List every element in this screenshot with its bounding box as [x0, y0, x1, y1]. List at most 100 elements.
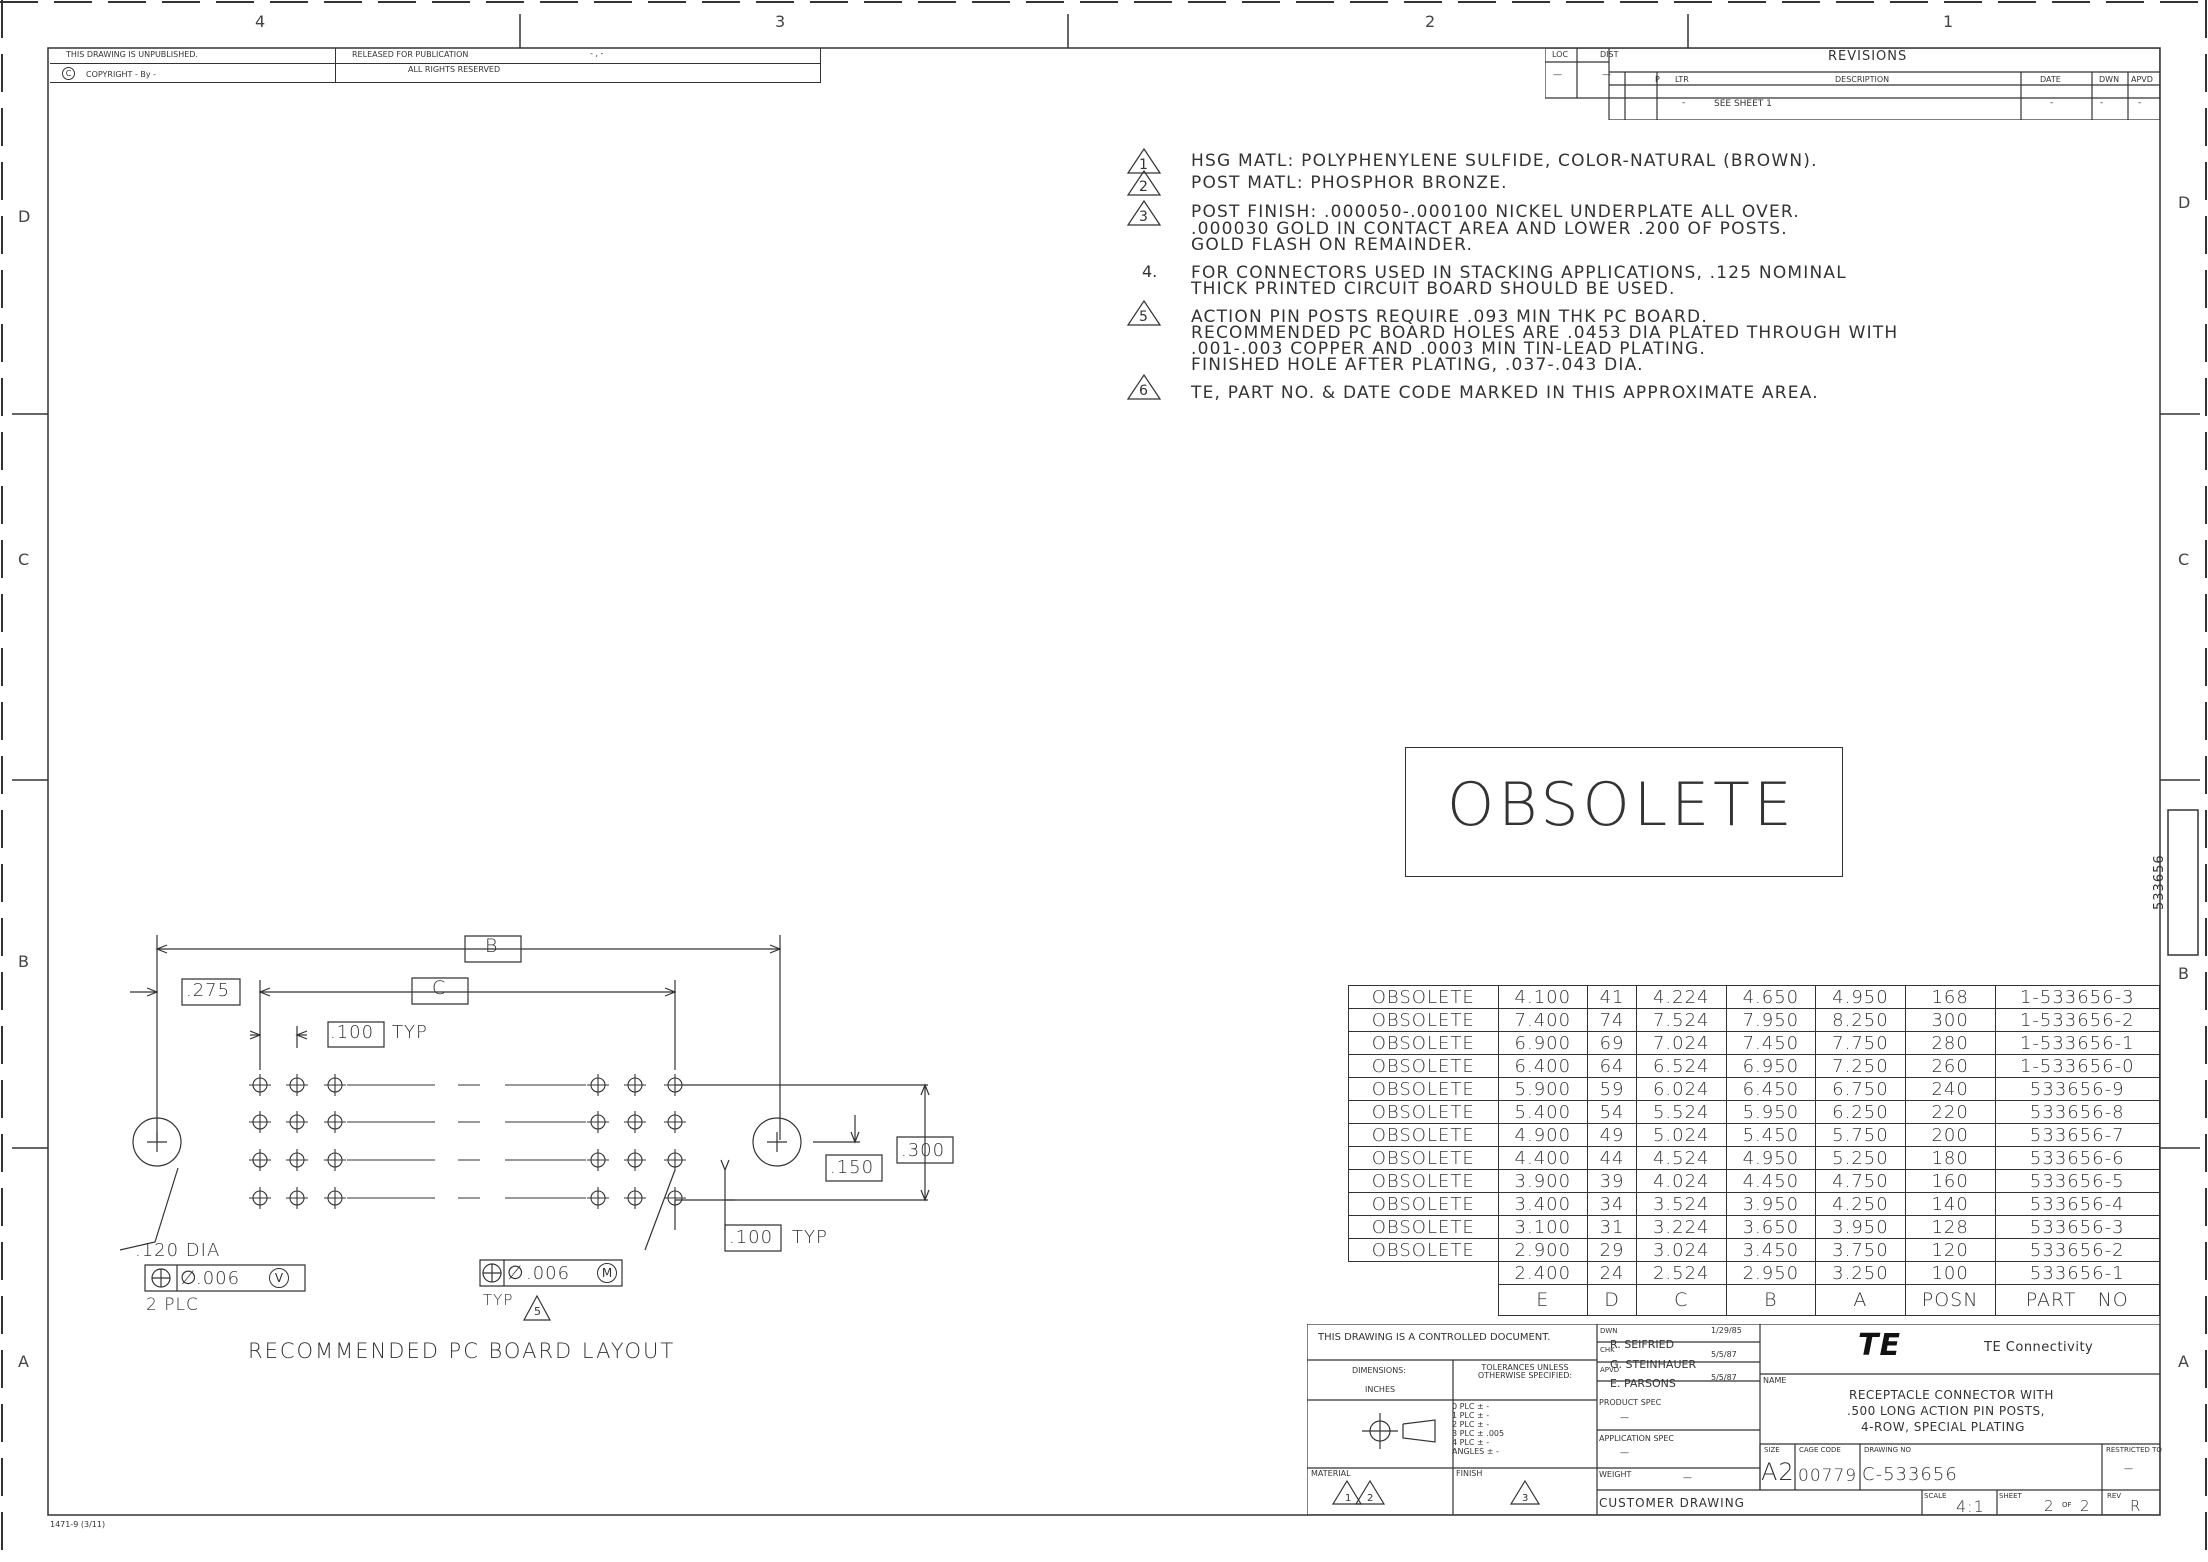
parts-table-cell: 54	[1587, 1100, 1637, 1124]
tol-006-v-value: .006	[196, 1268, 241, 1289]
dim-100-typ-lower-label: .100	[729, 1227, 774, 1248]
parts-table-cell: 6.400	[1497, 1054, 1589, 1078]
parts-table-cell: 3.400	[1497, 1192, 1589, 1216]
rev-col-ltr: LTR	[1675, 75, 1689, 84]
zone-label-top-3: 3	[775, 12, 786, 31]
parts-table-cell: 7.750	[1815, 1031, 1906, 1055]
material-label: MATERIAL	[1311, 1469, 1351, 1478]
parts-table-cell: OBSOLETE	[1348, 1192, 1499, 1216]
cage-label: CAGE CODE	[1799, 1446, 1841, 1454]
note-4-mark: 4.	[1142, 262, 1158, 281]
note-5-line-1: ACTION PIN POSTS REQUIRE .093 MIN THK PC…	[1191, 307, 1708, 327]
parts-table-cell: 3.524	[1635, 1192, 1727, 1216]
released-label: RELEASED FOR PUBLICATION	[352, 50, 469, 59]
parts-table-cell: 39	[1587, 1169, 1637, 1193]
parts-table-cell: 5.950	[1725, 1100, 1817, 1124]
dwn-label: DWN	[1600, 1327, 1618, 1335]
controlled-doc-label: THIS DRAWING IS A CONTROLLED DOCUMENT.	[1318, 1332, 1551, 1343]
note-5-line-4: FINISHED HOLE AFTER PLATING, .037-.043 D…	[1191, 355, 1644, 375]
parts-table-cell: 5.900	[1497, 1077, 1589, 1101]
parts-table-cell: 7.450	[1725, 1031, 1817, 1055]
tol-row: 0 PLC ± -	[1452, 1402, 1490, 1411]
note-6-line-1: TE, PART NO. & DATE CODE MARKED IN THIS …	[1191, 383, 1819, 403]
side-tab-number: 533656	[2152, 854, 2167, 910]
parts-table-cell: 180	[1904, 1146, 1996, 1170]
parts-table-cell: 3.900	[1497, 1169, 1589, 1193]
restricted-label: RESTRICTED TO	[2106, 1446, 2162, 1454]
parts-table-cell: 3.650	[1725, 1215, 1817, 1239]
parts-table-header: C	[1635, 1284, 1727, 1316]
parts-table-cell: 2.900	[1497, 1238, 1589, 1262]
note-2-triangle-icon	[1127, 170, 1161, 196]
parts-table-cell: 533656-9	[1994, 1077, 2161, 1101]
parts-table-cell: OBSOLETE	[1348, 1100, 1499, 1124]
parts-table-cell: 533656-2	[1994, 1238, 2161, 1262]
parts-table-cell: 6.450	[1725, 1077, 1817, 1101]
dia-120-label: .120 DIA	[135, 1240, 221, 1261]
parts-table-cell: OBSOLETE	[1348, 985, 1499, 1009]
tol-row: 1 PLC ± -	[1452, 1411, 1490, 1420]
parts-table-cell: 6.900	[1497, 1031, 1589, 1055]
rev-col-dwn: DWN	[2099, 75, 2120, 84]
parts-table-cell: 34	[1587, 1192, 1637, 1216]
parts-table-cell: 4.100	[1497, 985, 1589, 1009]
material-mark-1: 1	[1345, 1493, 1352, 1504]
parts-table-cell: 29	[1587, 1238, 1637, 1262]
material-mark-2: 2	[1367, 1493, 1374, 1504]
parts-table-cell: OBSOLETE	[1348, 1238, 1499, 1262]
note-6-mark: 6	[1139, 383, 1148, 399]
name-line-1: RECEPTACLE CONNECTOR WITH	[1849, 1388, 2054, 1402]
parts-table-cell: 41	[1587, 985, 1637, 1009]
parts-table-cell: 7.524	[1635, 1008, 1727, 1032]
zone-label-right-c: C	[2178, 550, 2190, 569]
note-1-mark: 1	[1139, 157, 1148, 173]
parts-table-cell: 533656-6	[1994, 1146, 2161, 1170]
dim-100-typ-label: .100	[330, 1022, 375, 1043]
parts-table-cell: 300	[1904, 1008, 1996, 1032]
zone-label-top-2: 2	[1425, 12, 1436, 31]
name-label: NAME	[1763, 1376, 1787, 1385]
rev-col-p: P	[1655, 75, 1660, 84]
parts-table-cell: OBSOLETE	[1348, 1123, 1499, 1147]
dim-300-label: .300	[901, 1140, 946, 1161]
parts-table-cell: 59	[1587, 1077, 1637, 1101]
rev-loc-value: —	[1553, 70, 1562, 80]
dim-150-label: .150	[830, 1157, 875, 1178]
header-block	[50, 48, 821, 83]
parts-table-header: D	[1587, 1284, 1637, 1316]
tol-006-m-value: .006	[526, 1263, 571, 1284]
name-line-2: .500 LONG ACTION PIN POSTS,	[1847, 1404, 2045, 1418]
rev-loc-label: LOC	[1552, 50, 1569, 59]
parts-table-cell: 533656-4	[1994, 1192, 2161, 1216]
parts-table-cell: 4.950	[1815, 985, 1906, 1009]
parts-table-cell: 5.400	[1497, 1100, 1589, 1124]
parts-table-cell: 2.950	[1725, 1261, 1817, 1285]
dwg-no-value: C-533656	[1862, 1464, 1958, 1485]
parts-table-cell: 240	[1904, 1077, 1996, 1101]
parts-table-cell: 5.524	[1635, 1100, 1727, 1124]
typ-label-lower: TYP	[792, 1227, 828, 1248]
note-3-line-2: .000030 GOLD IN CONTACT AREA AND LOWER .…	[1191, 219, 1788, 239]
finish-mark: 3	[1522, 1493, 1529, 1504]
parts-table-cell: 6.524	[1635, 1054, 1727, 1078]
customer-drawing-label: CUSTOMER DRAWING	[1599, 1496, 1745, 1510]
chk-date: 5/5/87	[1711, 1350, 1737, 1359]
parts-table-cell: 74	[1587, 1008, 1637, 1032]
parts-table-cell: 533656-5	[1994, 1169, 2161, 1193]
apvd-name: E. PARSONS	[1610, 1377, 1676, 1390]
size-label: SIZE	[1764, 1446, 1780, 1454]
unpublished-label: THIS DRAWING IS UNPUBLISHED.	[66, 50, 198, 59]
sheet-total-value: 2	[2080, 1497, 2091, 1515]
size-value: A2	[1761, 1458, 1795, 1486]
note-5-triangle-icon	[1127, 300, 1161, 326]
tol-v-modifier: V	[269, 1268, 289, 1288]
